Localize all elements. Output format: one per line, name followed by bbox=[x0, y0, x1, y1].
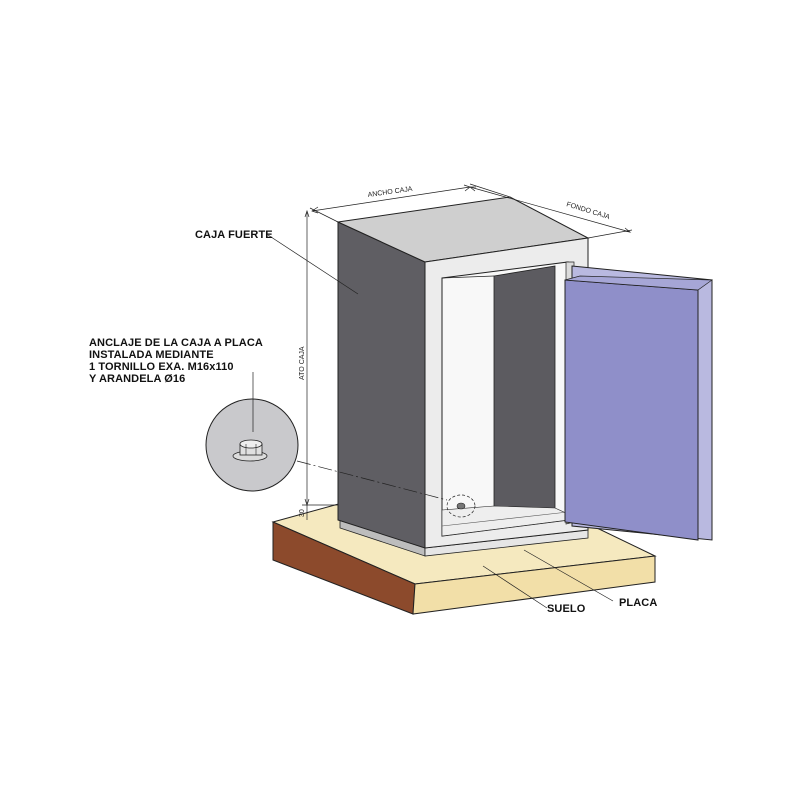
safe-door bbox=[564, 265, 714, 541]
interior-bolt bbox=[456, 502, 466, 510]
label-caja-fuerte: CAJA FUERTE bbox=[195, 229, 273, 241]
label-anclaje: ANCLAJE DE LA CAJA A PLACA INSTALADA MED… bbox=[89, 337, 263, 385]
door-panel bbox=[564, 279, 699, 541]
interior-bolt-outline bbox=[446, 494, 476, 518]
dimension-lines bbox=[302, 183, 633, 520]
safe-box bbox=[336, 196, 590, 549]
anclaje-line-3: 1 TORNILLO EXA. M16x110 bbox=[89, 361, 234, 373]
dim-alto: ATO CAJA bbox=[299, 346, 306, 380]
label-placa: PLACA bbox=[619, 597, 658, 609]
dim-placa: 30 bbox=[299, 509, 306, 517]
safe-interior-wall bbox=[493, 265, 556, 519]
dim-fondo: FONDO CAJA bbox=[565, 201, 611, 221]
anclaje-line-2: INSTALADA MEDIANTE bbox=[89, 349, 214, 361]
floor-front-face bbox=[412, 555, 656, 615]
anclaje-line-1: ANCLAJE DE LA CAJA A PLACA bbox=[89, 337, 263, 349]
bolt-detail bbox=[205, 398, 299, 492]
safe-side-face bbox=[337, 221, 426, 549]
anclaje-line-4: Y ARANDELA Ø16 bbox=[89, 373, 186, 385]
leader-lines bbox=[252, 234, 614, 609]
label-suelo: SUELO bbox=[547, 603, 586, 615]
